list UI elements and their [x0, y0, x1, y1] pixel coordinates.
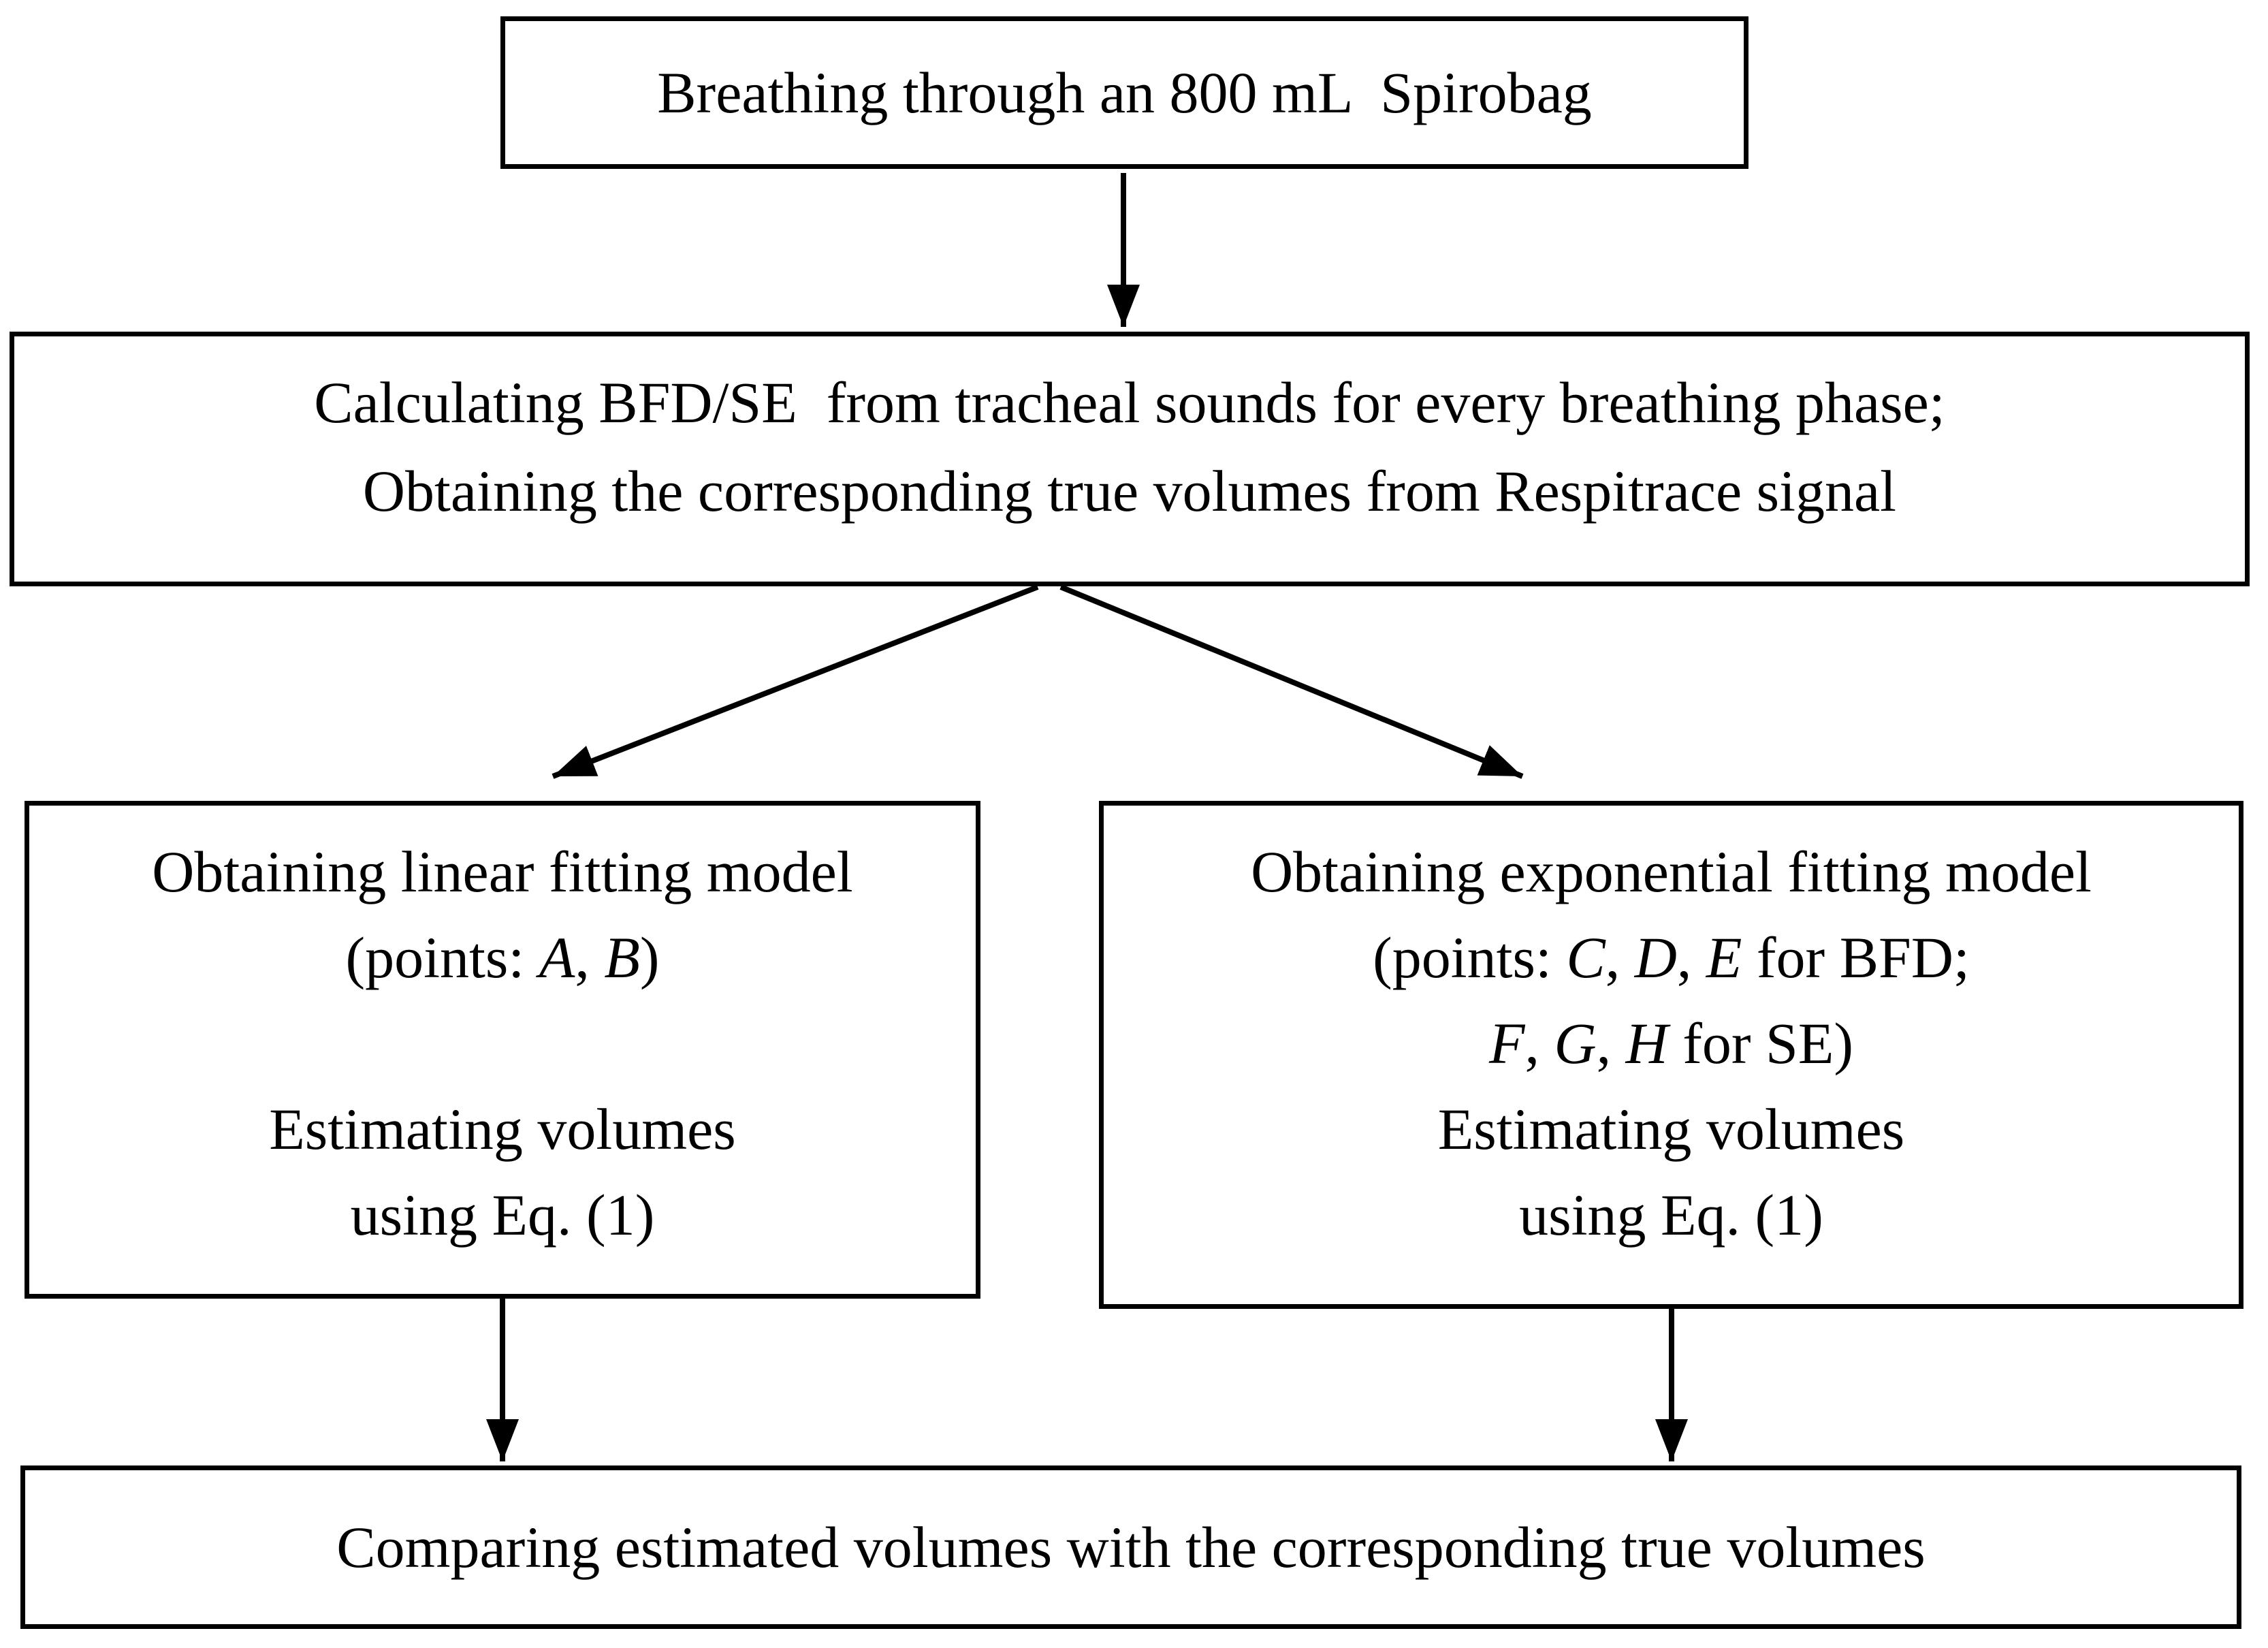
box-text-line: Obtaining exponential fitting model	[1104, 829, 2239, 915]
text-segment: using Eq. (1)	[1519, 1182, 1823, 1248]
box-text-line: Calculating BFD/SE from tracheal sounds …	[14, 358, 2245, 447]
arrow-calculating-to-linear	[552, 584, 1039, 779]
box-text-line: Estimating volumes	[29, 1086, 976, 1172]
text-segment: for BFD;	[1742, 925, 1970, 990]
text-segment: ,	[1524, 1011, 1554, 1076]
text-segment: ,	[575, 925, 605, 990]
box-text-line: Comparing estimated volumes with the cor…	[336, 1504, 1926, 1590]
text-segment: Obtaining the corresponding true volumes…	[362, 458, 1897, 524]
box-text-line: Estimating volumes	[1104, 1086, 2239, 1172]
point-label: H	[1625, 1011, 1668, 1076]
arrow-calculating-to-exponential	[1059, 584, 1524, 779]
point-label: A	[539, 925, 575, 990]
text-segment: for SE)	[1667, 1011, 1854, 1076]
text-segment: Breathing through an 800 mL Spirobag	[657, 60, 1592, 125]
box-text-line: Obtaining linear fitting model	[29, 829, 976, 915]
text-segment: Estimating volumes	[269, 1096, 736, 1162]
box-exponential-fitting-model: Obtaining exponential fitting model (poin…	[1099, 801, 2243, 1309]
box-calculating-bfd-se: Calculating BFD/SE from tracheal sounds …	[10, 332, 2250, 586]
point-label: E	[1706, 925, 1742, 990]
box-linear-fitting-model: Obtaining linear fitting model (points: A…	[25, 801, 980, 1299]
box-comparing-volumes: Comparing estimated volumes with the cor…	[20, 1465, 2241, 1629]
text-segment: ,	[1605, 925, 1635, 990]
text-segment: Obtaining linear fitting model	[152, 839, 853, 904]
text-segment: Comparing estimated volumes with the cor…	[336, 1515, 1926, 1580]
text-segment: Estimating volumes	[1437, 1096, 1905, 1162]
box-text-line: Breathing through an 800 mL Spirobag	[657, 50, 1592, 136]
box-text-line: F, G, H for SE)	[1104, 1000, 2239, 1086]
text-segment: using Eq. (1)	[350, 1182, 655, 1248]
text-segment: ,	[1596, 1011, 1626, 1076]
point-label: C	[1566, 925, 1606, 990]
box-breathing-spirobag: Breathing through an 800 mL Spirobag	[500, 16, 1748, 169]
box-text-line: using Eq. (1)	[29, 1172, 976, 1258]
text-segment: (points:	[345, 925, 539, 990]
box-text-line: using Eq. (1)	[1104, 1172, 2239, 1258]
text-segment: Obtaining exponential fitting model	[1251, 839, 2092, 904]
box-text-line	[29, 1000, 976, 1086]
box-text-line: Obtaining the corresponding true volumes…	[14, 447, 2245, 535]
text-segment: (points:	[1373, 925, 1567, 990]
box-text-line: (points: C, D, E for BFD;	[1104, 915, 2239, 1000]
point-label: D	[1634, 925, 1677, 990]
point-label: B	[604, 925, 640, 990]
text-segment: Calculating BFD/SE from tracheal sounds …	[314, 370, 1945, 435]
text-segment: ,	[1676, 925, 1706, 990]
point-label: F	[1488, 1011, 1525, 1076]
text-segment: )	[639, 925, 660, 990]
point-label: G	[1554, 1011, 1597, 1076]
box-text-line: (points: A, B)	[29, 915, 976, 1000]
